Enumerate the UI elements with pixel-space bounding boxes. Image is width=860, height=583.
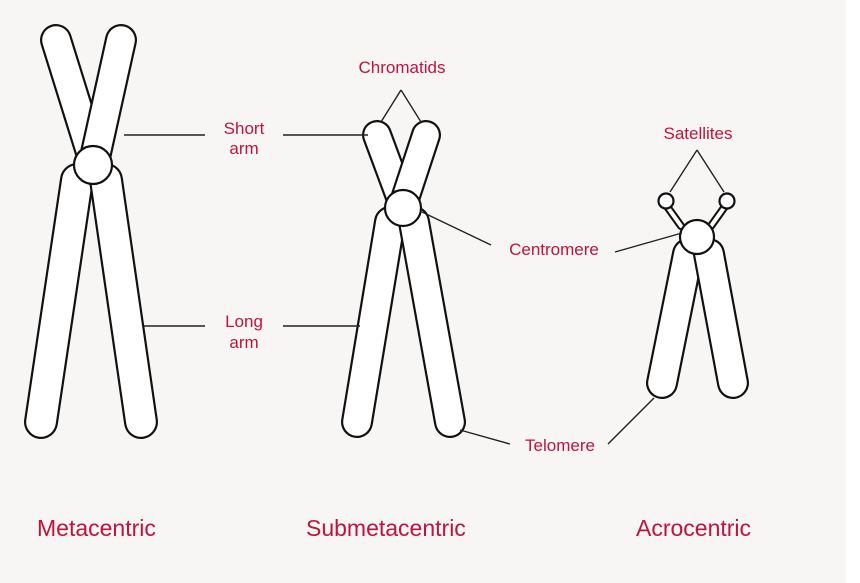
metacentric-centromere [72,144,114,186]
metacentric-chromosome [24,24,158,439]
acrocentric-label: Acrocentric [636,515,752,541]
submetacentric-centromere [383,188,423,228]
metacentric-label: Metacentric [37,515,156,541]
centromere-label: Centromere [509,240,599,259]
chromatids-leader-right [400,89,422,123]
submetacentric-chromosome [341,120,466,438]
chromatids-label: Chromatids [358,58,446,77]
satellites-leader-right [696,149,725,193]
telomere-label: Telomere [525,436,595,455]
acrocentric-centromere [678,218,716,256]
long-arm-label-line1: Long [225,312,263,331]
satellite-right [718,192,736,210]
submetacentric-label: Submetacentric [306,515,466,541]
centromere-leader-right [614,232,683,253]
telomere-leader-right [607,397,655,445]
satellites-leader-left [669,149,698,193]
leader-lines [124,89,725,445]
long-arm-label-line2: arm [229,333,259,352]
centromere-leader-left [421,211,492,246]
satellite-left [657,192,675,210]
short-arm-label-line1: Short [223,119,265,138]
chromatids-leader-left [380,89,402,123]
telomere-leader-left [459,429,511,445]
short-arm-label-line2: arm [229,139,259,158]
acrocentric-chromosome [646,192,749,399]
satellites-label: Satellites [663,124,733,143]
